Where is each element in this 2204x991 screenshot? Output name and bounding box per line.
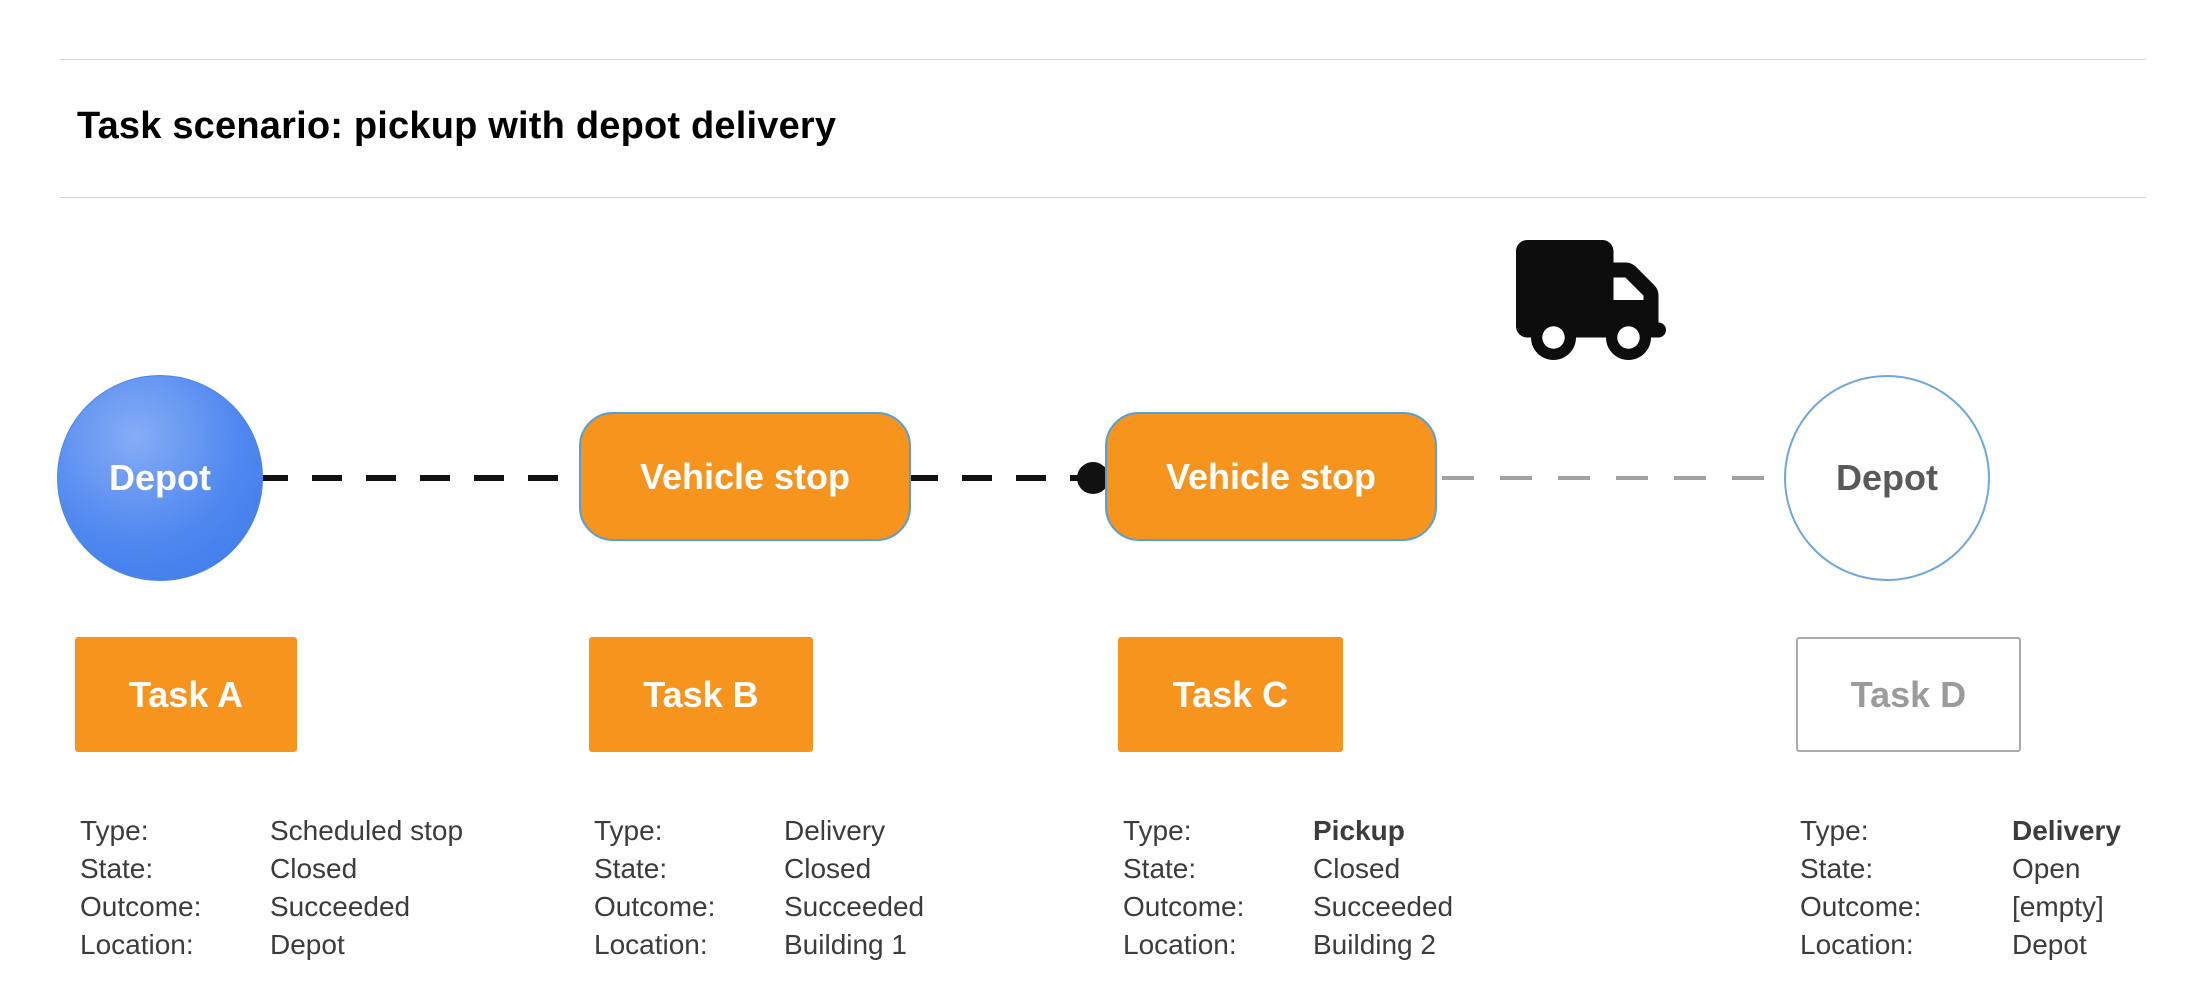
- node-depot-start: Depot: [57, 375, 263, 581]
- detail-label-outcome: Outcome:: [1123, 891, 1245, 922]
- task-c-type-value: Pickup: [1313, 815, 1405, 846]
- task-b-label: Task B: [643, 673, 759, 715]
- task-c-location-value: Building 2: [1313, 929, 1436, 960]
- detail-label-outcome: Outcome:: [80, 891, 202, 922]
- task-b-outcome-value: Succeeded: [784, 891, 925, 922]
- task-d-location-value: Depot: [2012, 929, 2087, 960]
- task-d-outcome-value: [empty]: [2012, 891, 2104, 922]
- node-depot-end-label: Depot: [1836, 457, 1938, 498]
- task-d-details: Type: Delivery State: Open Outcome: [emp…: [1800, 812, 2121, 964]
- task-a-details: Type: Scheduled stop State: Closed Outco…: [80, 812, 463, 964]
- detail-label-state: State:: [80, 853, 154, 884]
- task-c-label: Task C: [1172, 673, 1289, 715]
- task-c-box: Task C: [1118, 637, 1343, 752]
- detail-label-location: Location:: [1800, 929, 1914, 960]
- node-vehicle-stop-2: Vehicle stop: [1105, 412, 1437, 541]
- detail-label-type: Type:: [1800, 815, 1869, 846]
- detail-label-location: Location:: [80, 929, 194, 960]
- task-a-location-value: Depot: [270, 929, 345, 960]
- task-a-state-value: Closed: [270, 853, 358, 884]
- detail-label-location: Location:: [1123, 929, 1237, 960]
- task-b-details: Type: Delivery State: Closed Outcome: Su…: [594, 812, 924, 964]
- node-vehicle-stop-2-label: Vehicle stop: [1165, 455, 1377, 497]
- task-b-type-value: Delivery: [784, 815, 886, 846]
- task-d-state-value: Open: [2012, 853, 2081, 884]
- detail-label-type: Type:: [594, 815, 663, 846]
- task-d-box: Task D: [1796, 637, 2021, 752]
- task-d-label: Task D: [1850, 673, 1967, 715]
- detail-label-outcome: Outcome:: [1800, 891, 1922, 922]
- node-depot-start-label: Depot: [109, 457, 211, 498]
- detail-label-state: State:: [1123, 853, 1197, 884]
- task-a-box: Task A: [75, 637, 297, 752]
- node-vehicle-stop-1-label: Vehicle stop: [639, 455, 851, 497]
- node-depot-end: Depot: [1784, 375, 1990, 581]
- title-divider: [60, 197, 2146, 198]
- task-d-type-value: Delivery: [2012, 815, 2121, 846]
- node-vehicle-stop-1: Vehicle stop: [579, 412, 911, 541]
- task-c-details: Type: Pickup State: Closed Outcome: Succ…: [1123, 812, 1453, 964]
- top-divider: [60, 59, 2146, 60]
- detail-label-outcome: Outcome:: [594, 891, 716, 922]
- page-title: Task scenario: pickup with depot deliver…: [77, 105, 837, 147]
- task-c-state-value: Closed: [1313, 853, 1401, 884]
- detail-label-state: State:: [594, 853, 668, 884]
- task-c-outcome-value: Succeeded: [1313, 891, 1454, 922]
- task-b-state-value: Closed: [784, 853, 872, 884]
- task-a-label: Task A: [128, 673, 244, 715]
- detail-label-state: State:: [1800, 853, 1874, 884]
- detail-label-location: Location:: [594, 929, 708, 960]
- truck-icon: [1516, 240, 1666, 360]
- task-b-box: Task B: [589, 637, 813, 752]
- task-a-type-value: Scheduled stop: [270, 815, 464, 846]
- task-a-outcome-value: Succeeded: [270, 891, 411, 922]
- detail-label-type: Type:: [1123, 815, 1192, 846]
- task-b-location-value: Building 1: [784, 929, 907, 960]
- detail-label-type: Type:: [80, 815, 149, 846]
